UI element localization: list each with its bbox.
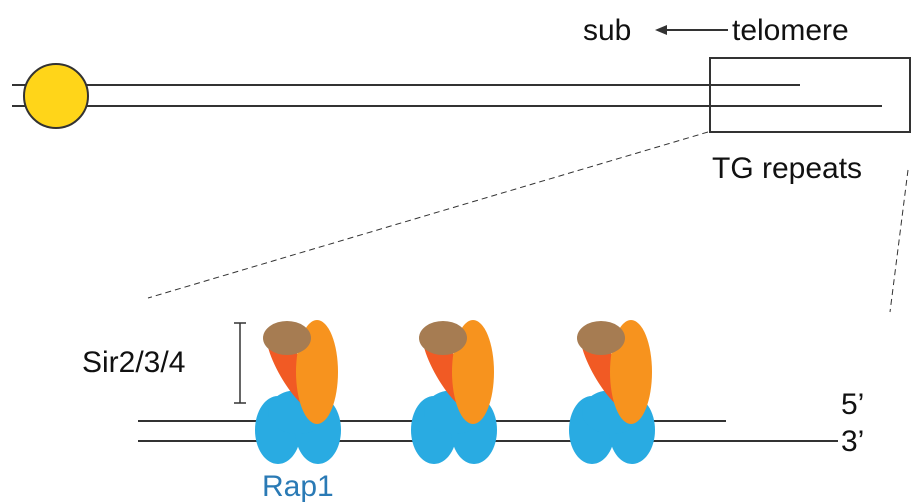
complex-1 xyxy=(255,320,341,464)
sir-complex-label: Sir2/3/4 xyxy=(82,346,185,379)
zoom-line-right xyxy=(889,169,909,313)
complex-2 xyxy=(411,320,497,464)
sir2-protein xyxy=(419,321,467,355)
centromere-circle xyxy=(23,63,89,129)
tg-repeats-box xyxy=(709,57,911,133)
five-prime-label: 5’ xyxy=(841,388,864,421)
sub-label: sub xyxy=(583,14,631,47)
zoom-line-left xyxy=(147,131,709,299)
sir2-protein xyxy=(577,321,625,355)
sir2-protein xyxy=(263,321,311,355)
sir-bracket xyxy=(234,322,246,404)
three-prime-label: 3’ xyxy=(841,425,864,458)
tg-repeats-label: TG repeats xyxy=(712,152,862,185)
complex-3 xyxy=(569,320,655,464)
rap1-label: Rap1 xyxy=(262,470,334,503)
telomere-label: telomere xyxy=(732,14,849,47)
arrow-head xyxy=(655,25,667,35)
